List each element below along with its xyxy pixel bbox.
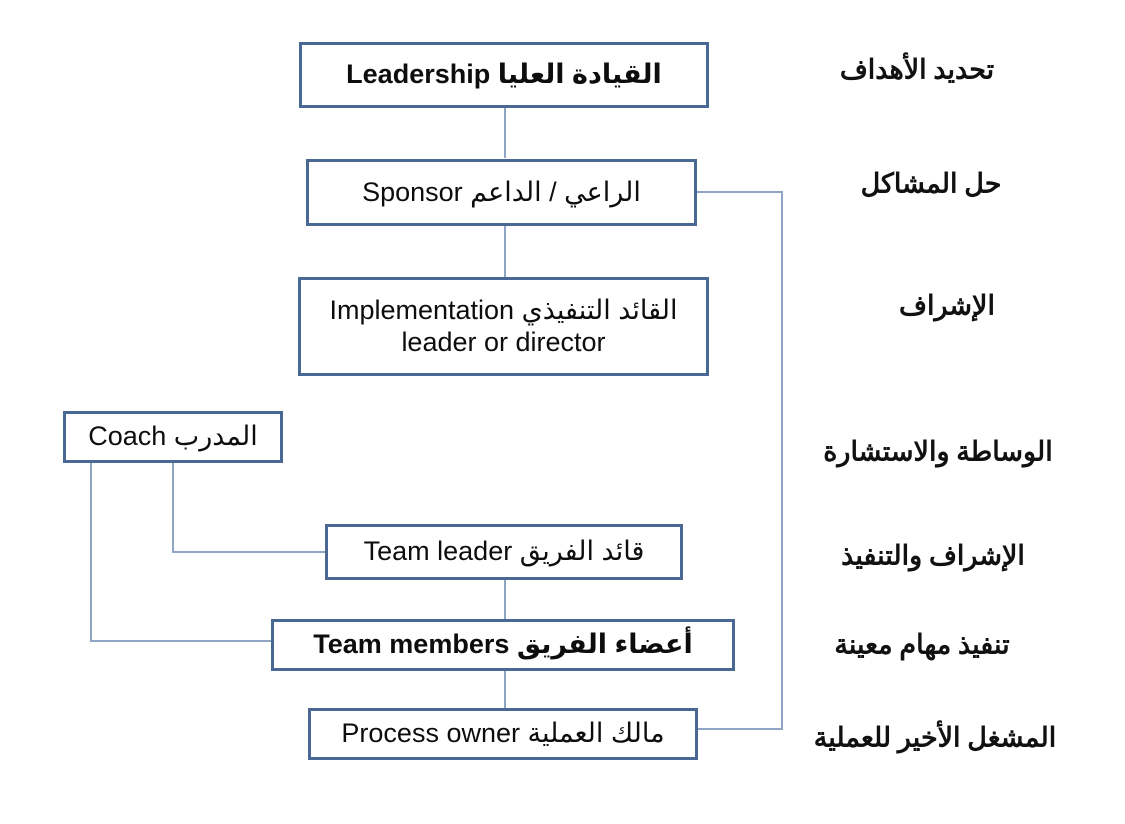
node-implementation-leader-label-line2: leader or director [401,326,606,357]
node-implementation-leader[interactable]: Implementation القائد التنفيذي leader or… [298,277,709,376]
connector-right-rail-vertical [781,191,783,729]
node-team-leader[interactable]: Team leader قائد الفريق [325,524,683,580]
connector-coach-teamleader-vertical [172,461,174,553]
connector-right-rail-process-owner [696,728,783,730]
connector-coach-teamleader-horizontal [172,551,327,553]
node-team-members[interactable]: Team members أعضاء الفريق [271,619,735,671]
annotation-solve-problems: حل المشاكل [860,168,1002,199]
node-leadership[interactable]: Leadership القيادة العليا [299,42,709,108]
node-team-leader-label: Team leader قائد الفريق [363,536,645,567]
connector-leadership-sponsor [504,108,506,158]
connector-teamleader-teammembers [504,578,506,621]
annotation-mediation-advice: الوساطة والاستشارة [823,436,1053,467]
connector-sponsor-implementation [504,226,506,277]
node-process-owner-label: Process owner مالك العملية [341,718,665,749]
connector-teammembers-processowner [504,669,506,710]
node-process-owner[interactable]: Process owner مالك العملية [308,708,698,760]
node-team-members-label: Team members أعضاء الفريق [313,629,693,660]
connector-coach-teammembers-vertical [90,461,92,642]
annotation-set-goals: تحديد الأهداف [839,54,995,85]
connector-coach-teammembers-horizontal [90,640,273,642]
annotation-supervision-execution: الإشراف والتنفيذ [841,540,1025,571]
node-sponsor-label: Sponsor الراعي / الداعم [362,176,641,207]
node-implementation-leader-label: Implementation القائد التنفيذي [329,294,678,325]
annotation-supervision: الإشراف [899,290,995,321]
annotation-final-operator: المشغل الأخير للعملية [813,722,1057,753]
node-coach[interactable]: Coach المدرب [63,411,283,463]
node-coach-label: Coach المدرب [88,421,258,452]
node-leadership-label: Leadership القيادة العليا [346,59,662,90]
connector-sponsor-right-rail [697,191,783,193]
annotation-execute-tasks: تنفيذ مهام معينة [834,629,1010,660]
node-sponsor[interactable]: Sponsor الراعي / الداعم [306,159,697,226]
